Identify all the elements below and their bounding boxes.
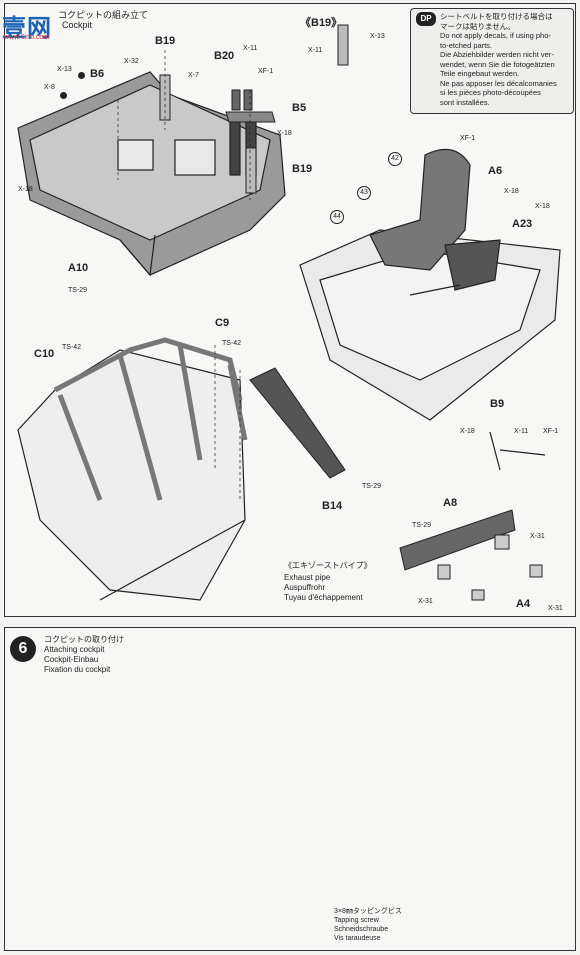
part-c9: C9	[215, 317, 230, 329]
code-x18d: X-18	[535, 203, 550, 210]
step6-title-jp: コクピットの取り付け	[44, 635, 124, 644]
screw-en: Tapping screw	[334, 917, 379, 924]
code-x11b: X-11	[243, 45, 258, 52]
code-x11a: X-11	[308, 47, 323, 54]
code-xf1a: XF-1	[258, 68, 274, 75]
b19-subassembly-title: 《B19》	[300, 17, 343, 29]
exhaust-jp: 《エキゾーストパイプ》	[284, 561, 372, 570]
step5-title-jp: コクピットの組み立て	[58, 10, 149, 20]
code-ts42b: TS-42	[222, 340, 242, 347]
part-a8: A8	[443, 497, 458, 509]
part-b6: B6	[90, 68, 105, 80]
step6-panel	[4, 627, 576, 951]
screw-fr: Vis taraudeuse	[334, 935, 381, 942]
part-b14: B14	[322, 500, 343, 512]
part-a10: A10	[68, 262, 89, 274]
screw-de: Schneidschraube	[334, 926, 389, 933]
code-x32: X-32	[124, 58, 139, 65]
code-x7: X-7	[188, 72, 199, 79]
code-x13a: X-13	[57, 66, 72, 73]
code-x18e: X-18	[460, 428, 475, 435]
step6-title-de: Cockpit-Einbau	[44, 655, 99, 664]
code-ts29b: TS-29	[362, 483, 382, 490]
code-dot	[60, 92, 67, 99]
code-x13b: X-13	[370, 33, 385, 40]
code-x31b: X-31	[418, 598, 433, 605]
code-xf1c: XF-1	[543, 428, 559, 435]
code-x31a: X-31	[530, 533, 545, 540]
exhaust-fr: Tuyau d'échappement	[284, 593, 363, 602]
part-a23: A23	[512, 218, 533, 230]
step6-number-badge: 6	[10, 636, 36, 662]
code-ts29a: TS-29	[68, 287, 88, 294]
part-b9: B9	[490, 398, 505, 410]
screw-jp: 3×8㎜タッピングビス	[334, 908, 402, 915]
code-x18b: X-18	[18, 186, 33, 193]
marker-42: 42	[388, 152, 402, 166]
watermark-logo: 壹网	[2, 15, 52, 42]
code-x8: X-8	[44, 84, 55, 91]
code-x18a: X-18	[277, 130, 292, 137]
code-x18c: X-18	[504, 188, 519, 195]
step5-title-en: Cockpit	[62, 20, 93, 30]
dp-note-text: シートベルトを取り付ける場合は マークは貼りません。 Do not apply …	[440, 12, 557, 107]
step6-title-fr: Fixation du cockpit	[44, 665, 111, 674]
part-a4: A4	[516, 598, 531, 610]
part-b20: B20	[214, 50, 235, 62]
code-ts42a: TS-42	[62, 344, 82, 351]
part-b19: B19	[155, 35, 176, 47]
step6-title-en: Attaching cockpit	[44, 645, 105, 654]
code-xf1b: XF-1	[460, 135, 476, 142]
dp-badge: DP	[416, 12, 436, 26]
watermark-url: www.6inu.com	[4, 34, 50, 41]
part-b5: B5	[292, 102, 307, 114]
marker-43: 43	[357, 186, 371, 200]
code-dot	[78, 72, 85, 79]
exhaust-en: Exhaust pipe	[284, 573, 331, 582]
marker-44: 44	[330, 210, 344, 224]
code-ts29c: TS-29	[412, 522, 432, 529]
code-x11c: X-11	[514, 428, 529, 435]
dp-note-box	[410, 8, 574, 114]
part-b19-lower: B19	[292, 163, 313, 175]
code-x31c: X-31	[548, 605, 563, 612]
b14-part	[249, 367, 346, 479]
exhaust-de: Auspuffrohr	[284, 583, 326, 592]
part-c10: C10	[34, 348, 55, 360]
part-a6: A6	[488, 165, 503, 177]
